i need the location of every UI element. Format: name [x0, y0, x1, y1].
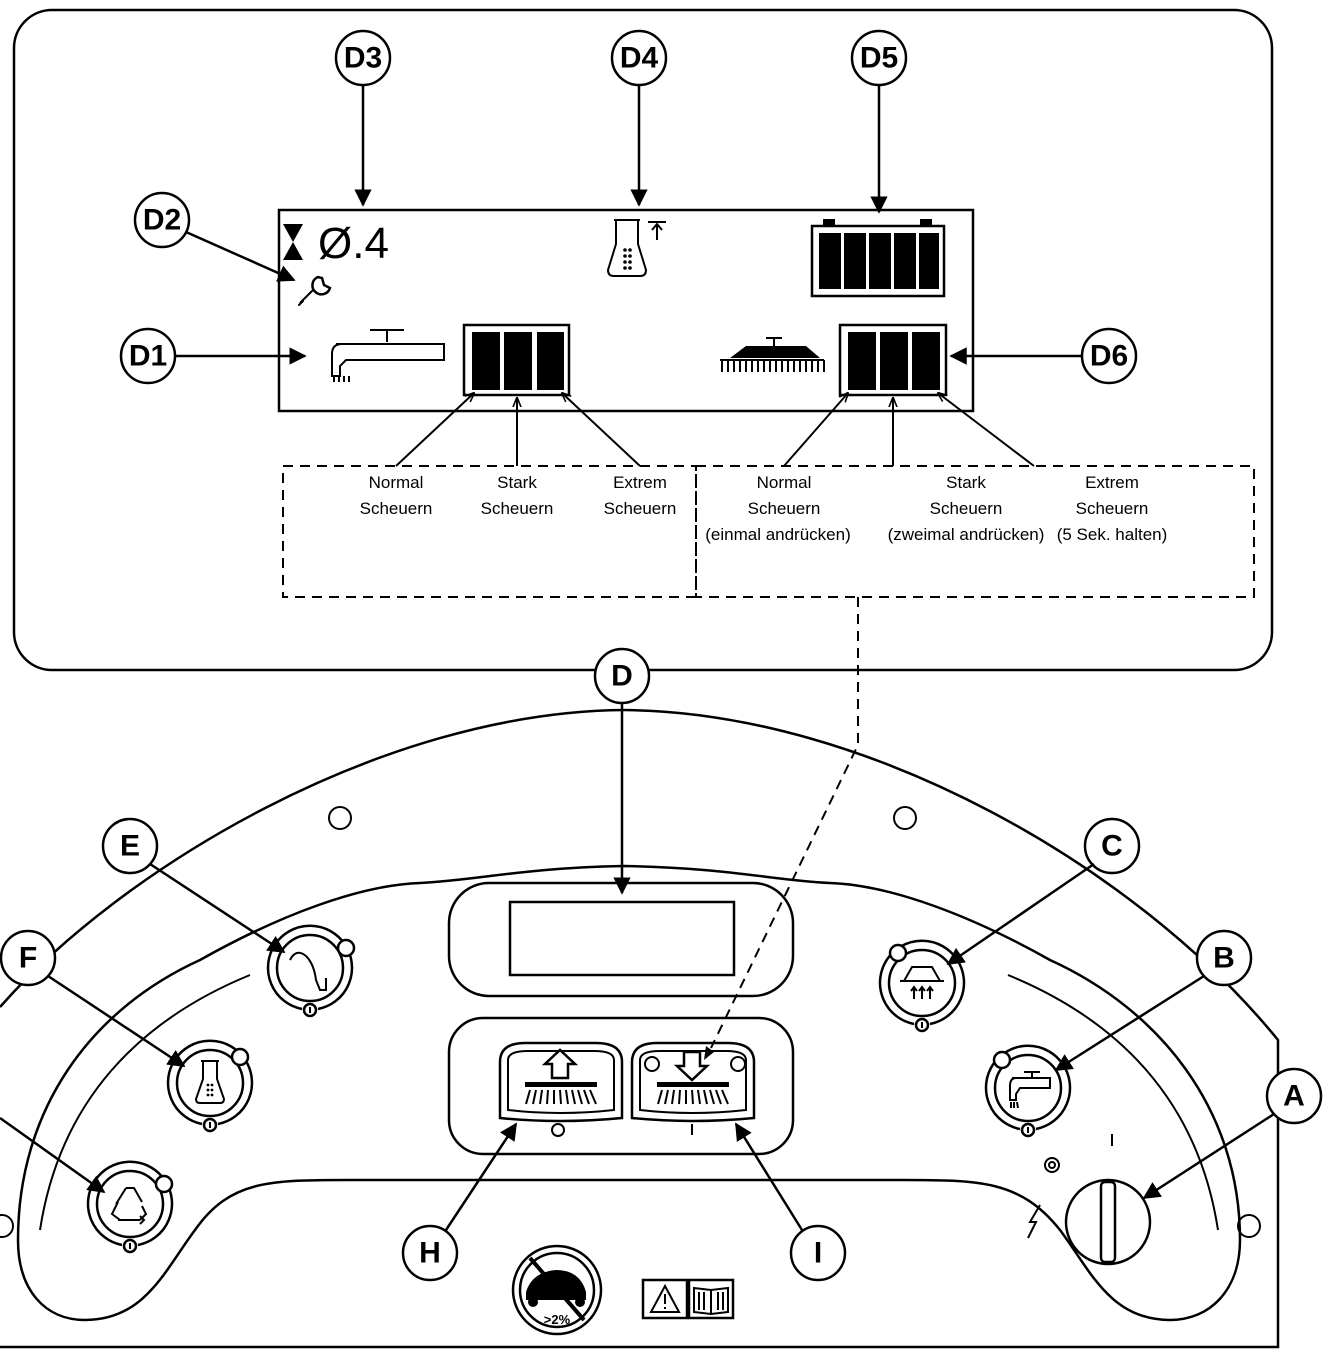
svg-text:A: A: [1283, 1080, 1305, 1113]
svg-text:D2: D2: [143, 204, 181, 237]
svg-text:D4: D4: [620, 42, 659, 75]
callout-d: D: [593, 647, 651, 705]
detergent-button[interactable]: [166, 1039, 254, 1133]
brush-down-icon: [657, 1050, 729, 1105]
lcd-display: [277, 208, 975, 413]
key-switch[interactable]: [1027, 1134, 1152, 1266]
callout-e: E: [101, 817, 159, 875]
svg-text:Scheuern: Scheuern: [930, 499, 1003, 518]
svg-text:D: D: [611, 660, 633, 693]
brush-down-button[interactable]: [630, 1041, 756, 1135]
callout-d5: D5: [850, 29, 908, 87]
key-switch-icon: [1099, 1180, 1117, 1264]
detergent-flask-icon: [606, 219, 666, 277]
callout-f: F: [0, 929, 57, 987]
svg-text:Stark: Stark: [497, 473, 537, 492]
panel-outline: [0, 708, 1280, 1349]
callout-b: B: [1195, 929, 1253, 987]
brush-up-button[interactable]: [498, 1041, 624, 1137]
callout-d2: D2: [133, 191, 191, 249]
callout-d6: D6: [1080, 327, 1138, 385]
brush-level-stark: Stark Scheuern (zweimal andrücken): [888, 473, 1045, 544]
callout-d3: D3: [334, 29, 392, 87]
svg-text:H: H: [419, 1237, 441, 1270]
pad-level-extrem: Extrem Scheuern: [604, 473, 677, 518]
pad-level-normal: Normal Scheuern: [360, 473, 433, 518]
svg-text:I: I: [814, 1237, 822, 1270]
svg-text:D6: D6: [1090, 340, 1128, 373]
svg-text:(zweimal andrücken): (zweimal andrücken): [888, 525, 1045, 544]
svg-text:Scheuern: Scheuern: [1076, 499, 1149, 518]
svg-text:C: C: [1101, 830, 1123, 863]
brush-deck-icon: [720, 337, 825, 372]
callout-d4: D4: [610, 29, 668, 87]
hours-value: Ø.4: [318, 219, 389, 268]
svg-text:Scheuern: Scheuern: [604, 499, 677, 518]
svg-text:Stark: Stark: [946, 473, 986, 492]
svg-text:E: E: [120, 830, 140, 863]
callout-a: A: [1265, 1067, 1323, 1125]
brush-up-icon: [525, 1048, 597, 1105]
solution-faucet-icon: [1009, 1071, 1051, 1109]
svg-text:D1: D1: [129, 340, 167, 373]
manual-book-icon: [687, 1278, 735, 1320]
vacuum-icon: [900, 966, 944, 999]
callout-i: I: [789, 1224, 847, 1282]
pad-level-stark: Stark Scheuern: [481, 473, 554, 518]
recycle-icon: [110, 1187, 148, 1225]
scrub-head-icon: [331, 329, 445, 382]
svg-text:>2%: >2%: [544, 1312, 571, 1327]
callout-d1: D1: [119, 327, 177, 385]
svg-text:D5: D5: [860, 42, 898, 75]
squeegee-button[interactable]: [266, 924, 356, 1018]
svg-text:Normal: Normal: [757, 473, 812, 492]
callout-h: H: [401, 1224, 459, 1282]
wrench-icon: [298, 275, 332, 306]
display-housing: [447, 881, 795, 998]
brush-button-housing: [447, 1016, 795, 1156]
svg-text:(5 Sek. halten): (5 Sek. halten): [1057, 525, 1168, 544]
detail-frame: [12, 8, 1274, 672]
no-slope-icon: >2%: [511, 1244, 603, 1336]
display-screen: [508, 900, 736, 977]
svg-text:F: F: [19, 942, 37, 975]
squeegee-icon: [289, 951, 327, 991]
svg-text:B: B: [1213, 942, 1235, 975]
solution-button[interactable]: [984, 1044, 1072, 1138]
svg-text:Scheuern: Scheuern: [748, 499, 821, 518]
battery-icon: [810, 219, 946, 298]
brush-level-normal: Normal Scheuern (einmal andrücken): [705, 473, 851, 544]
svg-text:Extrem: Extrem: [1085, 473, 1139, 492]
brush-pressure-legend-box: [695, 465, 1255, 598]
svg-text:(einmal andrücken): (einmal andrücken): [705, 525, 851, 544]
callout-c: C: [1083, 817, 1141, 875]
warning-triangle-icon: [641, 1278, 689, 1320]
flask-icon: [194, 1060, 226, 1104]
recycle-button[interactable]: [86, 1160, 174, 1254]
hourglass-icon: [283, 224, 303, 260]
svg-text:Scheuern: Scheuern: [481, 499, 554, 518]
brush-level-extrem: Extrem Scheuern (5 Sek. halten): [1057, 473, 1168, 544]
svg-text:Normal: Normal: [369, 473, 424, 492]
panel-inner-band: [16, 864, 1242, 1322]
svg-text:D3: D3: [344, 42, 382, 75]
vacuum-button[interactable]: [878, 939, 966, 1033]
svg-text:Scheuern: Scheuern: [360, 499, 433, 518]
svg-text:Extrem: Extrem: [613, 473, 667, 492]
brush-pressure-bar: [838, 323, 948, 397]
pad-pressure-bar: [462, 323, 571, 397]
